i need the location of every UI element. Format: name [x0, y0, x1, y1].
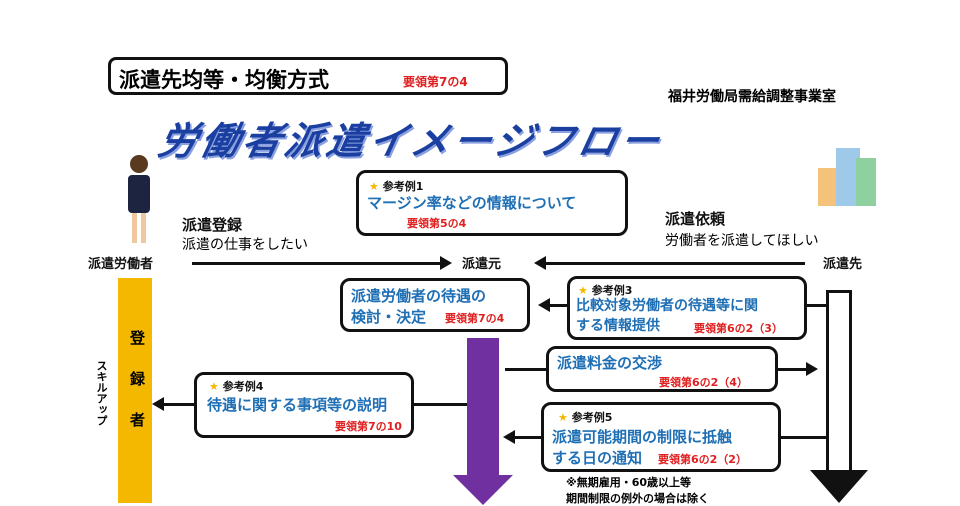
box-rule: 要領第6の2（2） — [658, 453, 747, 466]
example3-box: ★ 参考例3 比較対象労働者の待遇等に関 する情報提供 要領第6の2（3） — [567, 276, 807, 340]
box-title: する情報提供 — [576, 318, 660, 334]
ref-label: 参考例4 — [222, 380, 264, 393]
flow-registration: 派遣登録 — [182, 216, 243, 234]
flow-request-sub: 労働者を派遣してほしい — [665, 233, 819, 249]
ref-label: 参考例5 — [571, 411, 613, 424]
box-rule: 要領第6の2（3） — [694, 322, 783, 335]
box-rule: 要領第6の2（4） — [659, 376, 748, 389]
ref-label: 参考例3 — [591, 284, 633, 297]
box-title: 検討・決定 — [351, 308, 427, 326]
building-illustration — [818, 148, 876, 208]
box-title: 比較対象労働者の待遇等に関 — [576, 298, 758, 314]
registered-label: 登録者 — [128, 330, 146, 453]
actor-client: 派遣先 — [823, 257, 863, 272]
office-name: 福井労働局需給調整事業室 — [668, 89, 836, 105]
box-title: 派遣労働者の待遇の — [351, 287, 487, 305]
purple-arrow — [467, 338, 499, 478]
example5-box: ★ 参考例5 派遣可能期間の制限に抵触 する日の通知 要領第6の2（2） — [541, 402, 781, 472]
main-title-logo: 労働者派遣イメージフロー — [154, 119, 668, 163]
skill-up-label: スキルアップ — [95, 360, 108, 426]
box-title: する日の通知 — [552, 449, 643, 467]
footnote-line1: ※無期雇用・60歳以上等 — [566, 476, 692, 489]
star-icon: ★ — [369, 180, 379, 193]
fee-box: 派遣料金の交渉 要領第6の2（4） — [546, 346, 778, 392]
method-title: 派遣先均等・均衡方式 — [119, 68, 329, 92]
client-arrow — [826, 290, 852, 470]
box-rule: 要領第5の4 — [407, 217, 467, 230]
example4-box: ★ 参考例4 待遇に関する事項等の説明 要領第7の10 — [194, 372, 414, 438]
box-title: 派遣可能期間の制限に抵触 — [552, 428, 733, 446]
request-arrow — [545, 262, 805, 265]
star-icon: ★ — [578, 284, 588, 297]
actor-agency: 派遣元 — [462, 257, 502, 272]
box-title: 派遣料金の交渉 — [557, 354, 663, 372]
box-rule: 要領第7の10 — [335, 420, 402, 433]
footnote-line2: 期間制限の例外の場合は除く — [566, 492, 709, 505]
example1-box: ★ 参考例1 マージン率などの情報について 要領第5の4 — [356, 170, 628, 236]
star-icon: ★ — [209, 380, 219, 393]
star-icon: ★ — [558, 411, 568, 424]
decision-box: 派遣労働者の待遇の 検討・決定 要領第7の4 — [340, 278, 530, 332]
worker-illustration — [118, 155, 158, 245]
box-rule: 要領第7の4 — [445, 312, 505, 325]
flow-request: 派遣依頼 — [665, 210, 726, 228]
box-title: マージン率などの情報について — [367, 194, 577, 212]
flow-registration-sub: 派遣の仕事をしたい — [182, 237, 308, 253]
registration-arrow — [192, 262, 442, 265]
actor-worker: 派遣労働者 — [88, 257, 154, 272]
registered-bar — [118, 278, 152, 503]
ref-label: 参考例1 — [382, 180, 424, 193]
box-title: 待遇に関する事項等の説明 — [207, 396, 388, 414]
method-title-box: 派遣先均等・均衡方式 要領第7の4 — [108, 57, 508, 95]
method-ref: 要領第7の4 — [403, 75, 468, 89]
